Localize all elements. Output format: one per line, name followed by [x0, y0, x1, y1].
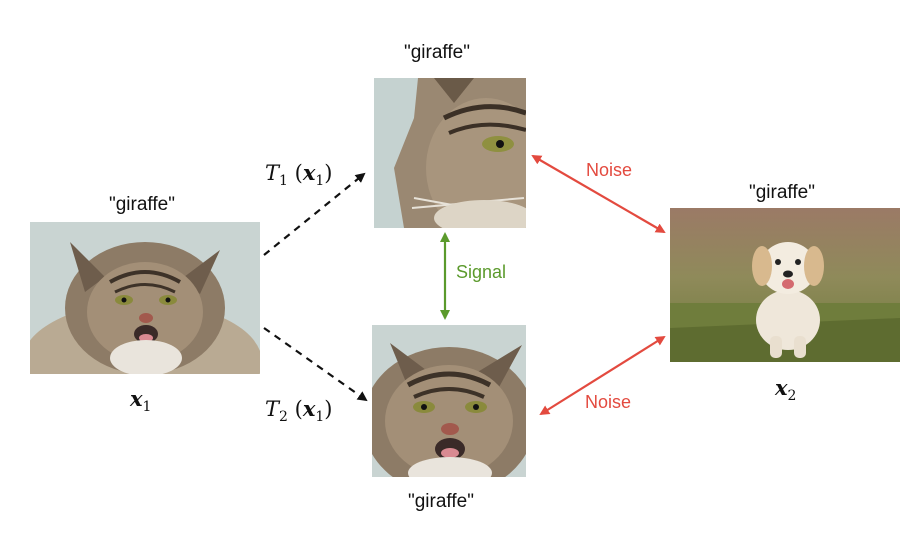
caption-x1: "giraffe": [109, 194, 175, 215]
cat-face-crop-icon: [372, 325, 526, 477]
label-x2: x2: [775, 375, 797, 405]
noise-arrow-bottom: [539, 335, 666, 416]
transform-arrow-t2: [263, 327, 368, 402]
transform-arrow-t1: [263, 172, 366, 256]
caption-t1: "giraffe": [404, 42, 470, 63]
noise-label-bottom: Noise: [585, 392, 632, 412]
image-x1-cat: [30, 222, 260, 374]
cat-face-icon: [30, 222, 260, 374]
caption-x2: "giraffe": [749, 182, 815, 203]
cat-crop-icon: [374, 78, 526, 228]
noise-label-top: Noise: [586, 160, 633, 180]
puppy-icon: [670, 208, 900, 362]
noise-arrow-top: [531, 154, 666, 234]
label-x1: x1: [130, 386, 152, 416]
image-t1-cat-crop: [374, 78, 526, 228]
image-x2-puppy: [670, 208, 900, 362]
signal-label: Signal: [456, 262, 507, 282]
label-t1-x1: T1 (x1): [265, 160, 333, 190]
image-t2-cat-crop: [372, 325, 526, 477]
label-t2-x1: T2 (x1): [265, 396, 333, 426]
caption-t2: "giraffe": [408, 491, 474, 512]
